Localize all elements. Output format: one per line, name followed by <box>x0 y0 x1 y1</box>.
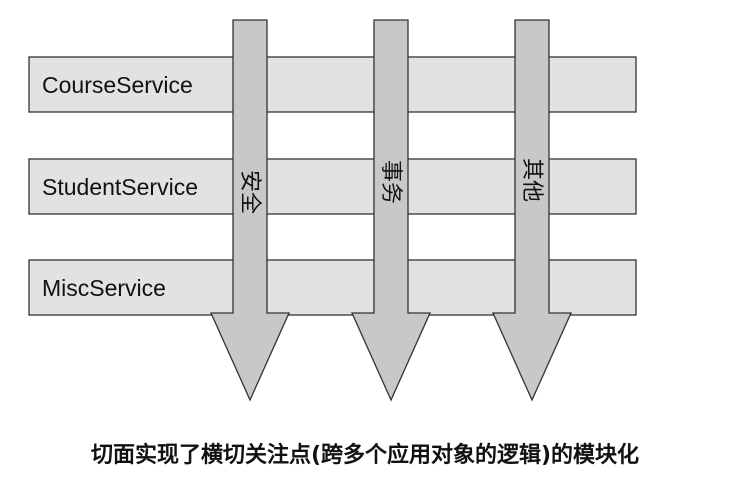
concern-label-other: 其他 <box>519 158 544 202</box>
concern-label-security: 安全 <box>237 170 262 214</box>
service-label-course: CourseService <box>42 72 193 98</box>
aop-diagram: CourseService StudentService MiscService… <box>28 19 637 402</box>
service-label-student: StudentService <box>42 174 198 200</box>
concern-arrow-transaction: 事务 <box>350 19 432 402</box>
service-label-misc: MiscService <box>42 275 166 301</box>
concern-label-transaction: 事务 <box>378 160 403 204</box>
concern-arrow-security: 安全 <box>209 19 291 402</box>
concern-arrow-other: 其他 <box>491 19 573 402</box>
figure-caption: 切面实现了横切关注点(跨多个应用对象的逻辑)的模块化 <box>90 443 640 468</box>
